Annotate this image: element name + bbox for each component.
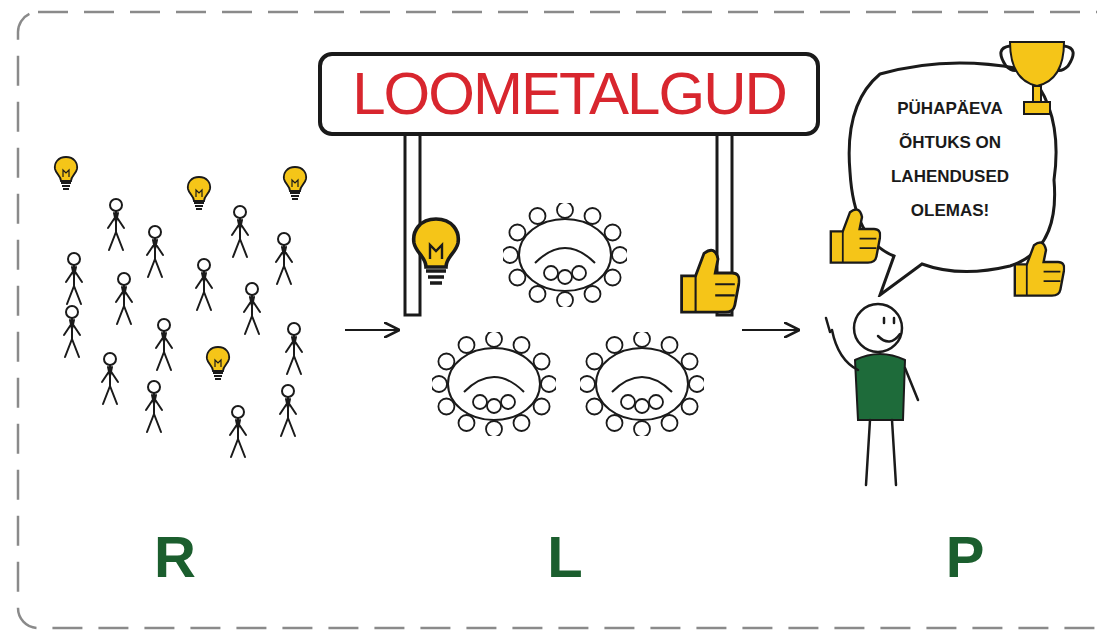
lightbulb [284,167,306,199]
lightbulb [207,347,229,379]
discussion-groups [431,202,705,437]
stick-figure [230,406,246,457]
stick-figure [108,199,124,250]
dashed-frame [18,12,1097,628]
head [854,304,902,352]
stage-letter: R [135,528,215,586]
stick-figure [147,226,163,277]
thumbs-up [682,250,740,312]
flow-arrow [742,329,798,331]
stick-figure [286,323,302,374]
crowd [55,157,306,457]
stick-figure [64,306,80,357]
lightbulb [188,177,210,209]
group-circle [431,331,557,437]
speech-bubble: PÜHAPÄEVA ÕHTUKS ON LAHENDUSED OLEMAS! [838,52,1066,297]
stick-figure [146,381,162,432]
stick-figure [280,385,296,436]
sign-post [405,132,420,315]
green-shirt [855,354,905,420]
stick-figure [276,233,292,284]
stage-letter: P [925,528,1005,586]
face [878,318,900,342]
stick-figure [196,259,212,310]
lightbulb [55,157,77,189]
happy-person [826,304,918,485]
stick-figure [232,206,248,257]
bubble-text: PÜHAPÄEVA ÕHTUKS ON LAHENDUSED OLEMAS! [886,92,1014,228]
group-circle [502,202,628,308]
stick-figure [156,319,172,370]
stage-letter: L [525,528,605,586]
stick-figure [66,253,82,304]
bubble-shape [849,63,1056,295]
stick-figure [102,353,118,404]
title-sign: LOOMETALGUD [318,52,820,136]
group-circle [579,331,705,437]
sign-title: LOOMETALGUD [352,64,786,124]
stick-figure [116,273,132,324]
flow-arrow [345,329,398,331]
big-lightbulb [414,219,459,283]
stick-figure [244,283,260,334]
